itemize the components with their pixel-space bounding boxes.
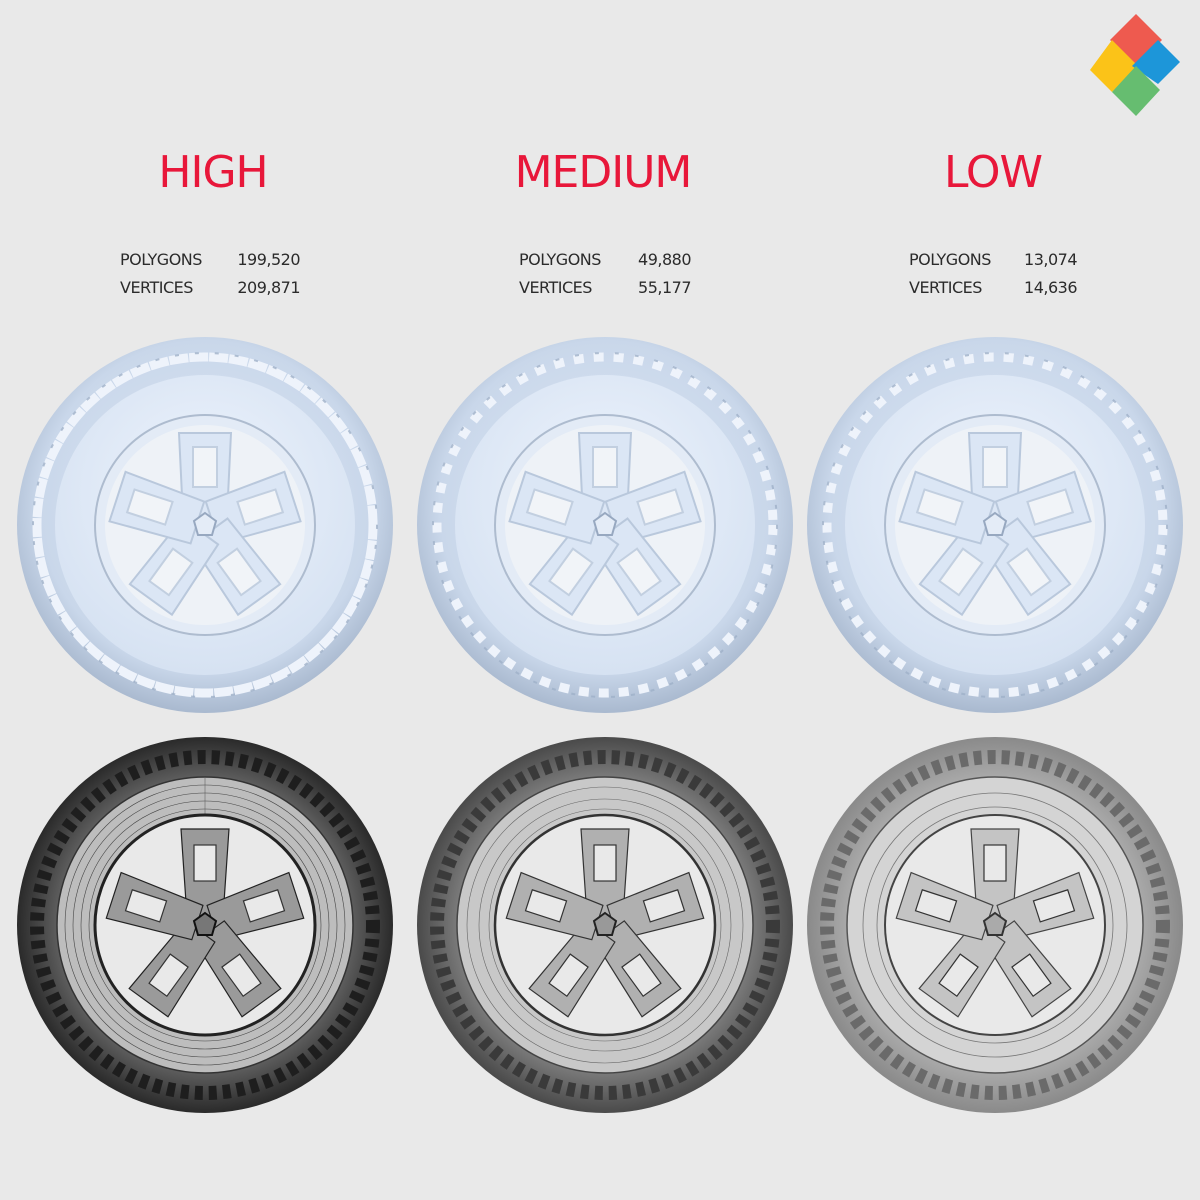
stat-label: VERTICES xyxy=(519,278,592,297)
stat-label: POLYGONS xyxy=(120,250,202,269)
stats-medium: POLYGONS 49,880 VERTICES 55,177 xyxy=(519,246,691,302)
wheel-wireframe-icon xyxy=(17,737,393,1113)
stat-polygons: POLYGONS 13,074 xyxy=(909,246,1077,274)
stat-vertices: VERTICES 209,871 xyxy=(120,274,300,302)
diamond-logo-icon xyxy=(1090,14,1180,116)
wheel-wireframe-medium xyxy=(415,735,795,1115)
stat-vertices: VERTICES 14,636 xyxy=(909,274,1077,302)
stat-label: VERTICES xyxy=(120,278,193,297)
stat-label: VERTICES xyxy=(909,278,982,297)
stat-value: 199,520 xyxy=(237,250,300,269)
wheel-wireframe-high xyxy=(15,735,395,1115)
lod-title-medium: MEDIUM xyxy=(514,147,693,198)
stat-value: 49,880 xyxy=(638,250,691,269)
lod-title-low: LOW xyxy=(943,147,1043,198)
stat-value: 13,074 xyxy=(1024,250,1077,269)
stat-label: POLYGONS xyxy=(519,250,601,269)
wheel-render-high xyxy=(15,335,395,715)
wheel-clay-icon xyxy=(807,337,1183,713)
wheel-wireframe-icon xyxy=(417,737,793,1113)
stat-value: 14,636 xyxy=(1024,278,1077,297)
stats-low: POLYGONS 13,074 VERTICES 14,636 xyxy=(909,246,1077,302)
stat-polygons: POLYGONS 199,520 xyxy=(120,246,300,274)
stats-high: POLYGONS 199,520 VERTICES 209,871 xyxy=(120,246,300,302)
wheel-render-low xyxy=(805,335,1185,715)
stat-value: 55,177 xyxy=(638,278,691,297)
wheel-clay-icon xyxy=(17,337,393,713)
stat-vertices: VERTICES 55,177 xyxy=(519,274,691,302)
stat-label: POLYGONS xyxy=(909,250,991,269)
wheel-clay-icon xyxy=(417,337,793,713)
wheel-render-medium xyxy=(415,335,795,715)
stat-value: 209,871 xyxy=(237,278,300,297)
lod-title-high: HIGH xyxy=(158,147,268,198)
brand-logo xyxy=(1090,12,1182,120)
wheel-wireframe-low xyxy=(805,735,1185,1115)
stat-polygons: POLYGONS 49,880 xyxy=(519,246,691,274)
wheel-wireframe-icon xyxy=(807,737,1183,1113)
